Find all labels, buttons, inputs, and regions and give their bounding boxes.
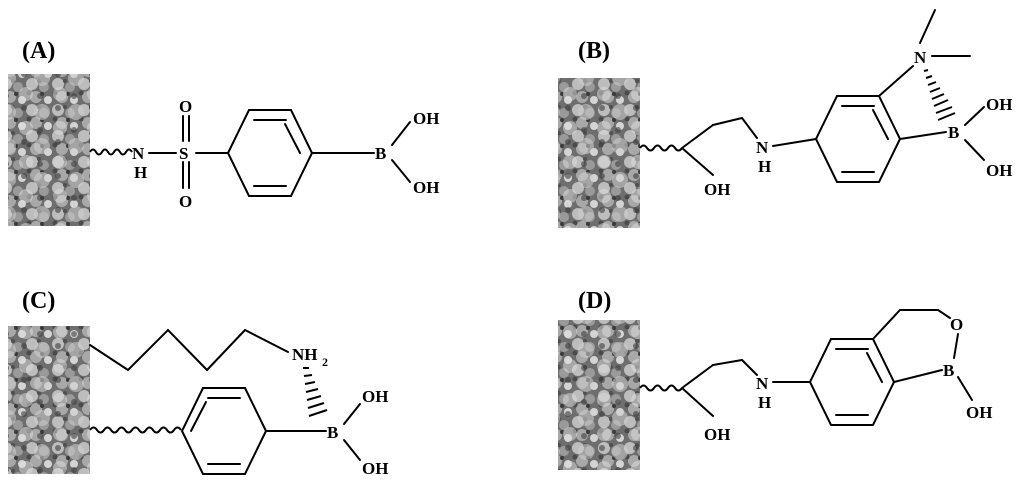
bond-b-oh2-a — [391, 159, 411, 183]
bond-chain-2-b — [712, 117, 743, 126]
panel-b: (B) OH N H N — [558, 9, 1012, 228]
wavy-linker-d — [639, 384, 683, 392]
atom-b-d: B — [943, 361, 954, 380]
atom-o-ring-d: O — [950, 315, 963, 334]
bond-chain-n-d — [741, 359, 758, 376]
atom-oh-chain-d: OH — [704, 425, 730, 444]
bond-b-oh1-b — [964, 106, 985, 126]
atom-h-b: H — [758, 157, 771, 176]
dative-hash-bond-c — [303, 367, 328, 417]
atom-oh2-a: OH — [413, 178, 439, 197]
atom-nh-c: NH — [292, 345, 318, 364]
atom-n-amine-b: N — [914, 48, 927, 67]
bond-b-oh-d — [957, 376, 973, 401]
butyl-chain-c — [89, 328, 289, 372]
atom-oh2-b: OH — [986, 161, 1012, 180]
panel-a: (A) N H S O O B OH OH — [8, 38, 439, 226]
bond-chain-1-d — [681, 364, 714, 389]
panel-label-a: (A) — [22, 38, 55, 64]
bond-ring-b-b — [899, 131, 947, 140]
bond-chain-oh-b — [681, 147, 714, 176]
benzene-ring-b — [814, 95, 902, 183]
bond-o-b-d — [953, 333, 959, 359]
bond-n-ring-b — [772, 138, 817, 147]
bond-chain-oh-d — [681, 387, 714, 417]
panel-label-c: (C) — [22, 288, 55, 314]
particle-c — [8, 326, 90, 474]
atom-b-a: B — [375, 144, 386, 163]
particle-d — [558, 320, 640, 470]
bond-b-oh1-c — [343, 403, 361, 425]
panel-label-d: (D) — [578, 288, 611, 314]
wavy-linker-b — [639, 144, 683, 152]
atom-oh1-a: OH — [413, 109, 439, 128]
benzene-ring-d — [808, 338, 896, 426]
panel-label-b: (B) — [578, 38, 610, 64]
benzene-ring-c — [180, 387, 268, 475]
bond-b-oh2-c — [343, 439, 361, 461]
atom-oh-d: OH — [966, 403, 992, 422]
atom-b-b: B — [948, 123, 959, 142]
atom-n-a: N — [132, 144, 145, 163]
panel-d: (D) OH N H O B OH — [558, 288, 992, 470]
atom-o-top-a: O — [179, 97, 192, 116]
bond-b-oh2-b — [964, 139, 985, 161]
bond-b-oh1-a — [391, 121, 411, 146]
atom-n-b: N — [756, 138, 769, 157]
benzene-ring-a — [226, 109, 314, 197]
panel-c: (C) NH 2 B OH OH — [8, 288, 388, 478]
bond-methyl-1-b — [919, 9, 936, 44]
wavy-linker-a — [89, 148, 133, 156]
bond-ring-b-d — [893, 369, 943, 383]
atom-b-c: B — [327, 423, 338, 442]
atom-oh2-c: OH — [362, 459, 388, 478]
atom-n-d: N — [756, 374, 769, 393]
bond-chain-1-b — [681, 124, 714, 149]
atom-oh1-b: OH — [986, 95, 1012, 114]
wavy-linker-c — [89, 426, 182, 434]
bond-chain-n-b — [741, 117, 758, 139]
atom-o-bottom-a: O — [179, 192, 192, 211]
particle-a — [8, 74, 90, 226]
bond-chain-2-d — [712, 359, 743, 366]
particle-b — [558, 78, 640, 228]
bond-ring-n-amine-b — [878, 65, 914, 97]
atom-oh1-c: OH — [362, 387, 388, 406]
oxaborole-ring-d — [872, 309, 951, 340]
atom-h-a: H — [134, 163, 147, 182]
dative-hash-bond-b — [923, 69, 956, 121]
atom-s-a: S — [179, 144, 188, 163]
atom-oh-chain-b: OH — [704, 180, 730, 199]
atom-nh-sub-c: 2 — [322, 355, 328, 369]
atom-h-d: H — [758, 393, 771, 412]
